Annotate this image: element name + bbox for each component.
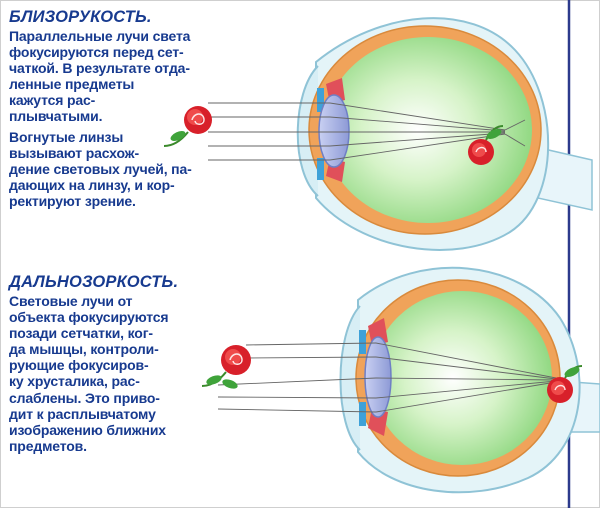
rose-icon bbox=[163, 106, 212, 147]
hyperopia-eye bbox=[339, 266, 600, 494]
hyperopia-description: Световые лучи от объекта фокусируются по… bbox=[9, 293, 169, 454]
myopia-iris-upper bbox=[317, 88, 324, 112]
rose-image-behind-retina-icon bbox=[547, 365, 583, 403]
hyperopia-vitreous-body bbox=[372, 291, 552, 465]
myopia-light-rays bbox=[208, 102, 526, 161]
hyperopia-iris-lower bbox=[359, 402, 366, 426]
hyperopia-title: ДАЛЬНОЗОРКОСТЬ. bbox=[9, 273, 179, 291]
myopia-vitreous-body bbox=[324, 37, 532, 223]
myopia-lens bbox=[318, 94, 350, 168]
myopia-title: БЛИЗОРУКОСТЬ. bbox=[9, 8, 152, 26]
hyperopia-iris-upper bbox=[359, 330, 366, 354]
myopia-iris-lower bbox=[317, 158, 324, 180]
myopia-correction-text: Вогнутые линзы вызывают расхож- дение св… bbox=[9, 129, 192, 210]
hyperopia-lens bbox=[364, 336, 392, 418]
rose-near-icon bbox=[201, 345, 251, 389]
hyperopia-light-rays bbox=[217, 342, 557, 413]
myopia-eye bbox=[296, 17, 593, 251]
myopia-description: Параллельные лучи света фокусируются пер… bbox=[9, 28, 191, 125]
rose-image-icon bbox=[468, 125, 504, 165]
